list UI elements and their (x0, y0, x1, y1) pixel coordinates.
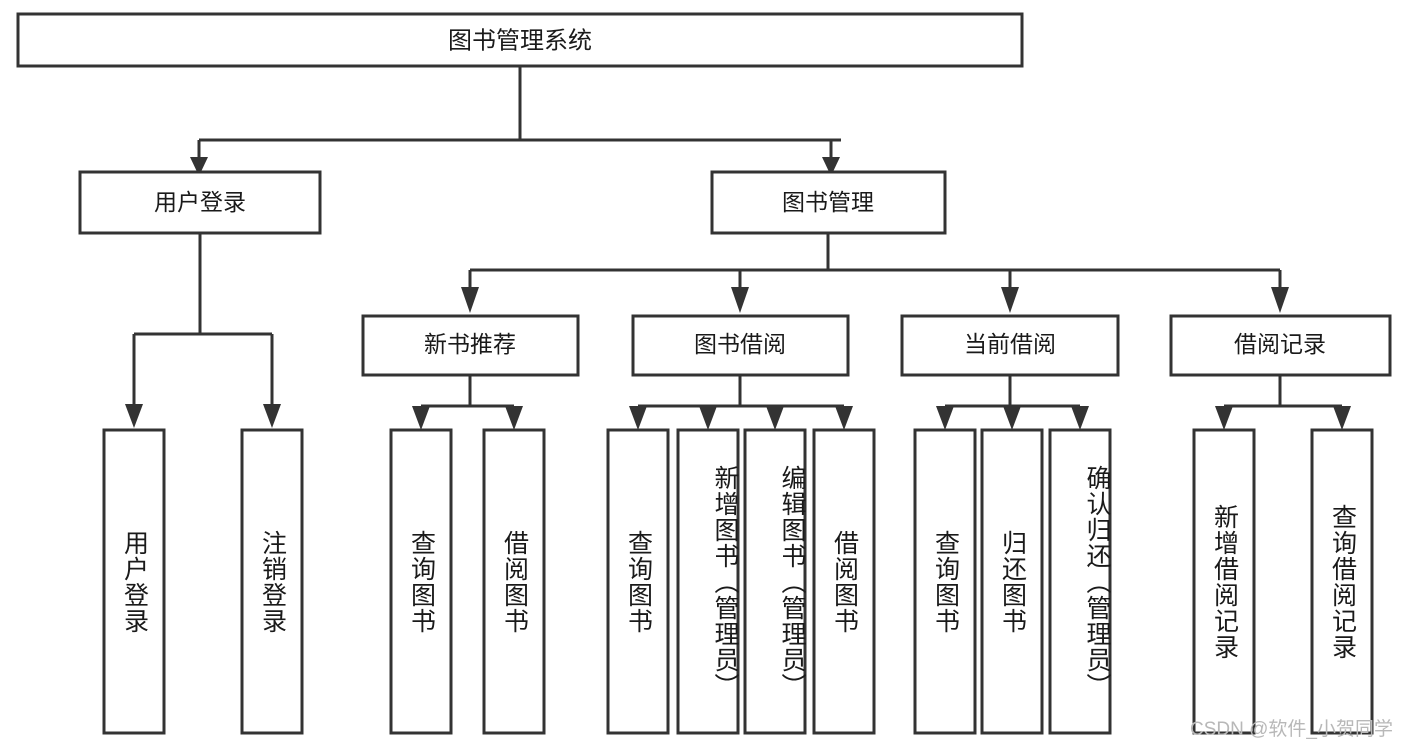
arrow-head-book-manage (822, 157, 840, 176)
connector-book-manage-to-level3 (461, 233, 1289, 313)
node-new-book-recommend-label: 新书推荐 (424, 331, 516, 357)
node-current-borrow-label: 当前借阅 (964, 331, 1056, 357)
node-leaf-add-record-box[interactable] (1192, 428, 1256, 735)
node-leaf-query-book-1-box[interactable] (389, 428, 453, 735)
connector-current-borrow-to-leaves (936, 375, 1089, 430)
node-book-borrow-label: 图书借阅 (694, 331, 786, 357)
arrow-head-leaf-add-record (1215, 406, 1233, 430)
node-user-login-label: 用户登录 (154, 189, 246, 215)
node-borrow-record-label: 借阅记录 (1234, 331, 1326, 357)
arrow-head-leaf-query-book-1 (412, 406, 430, 430)
node-leaf-user-login-box[interactable] (102, 428, 166, 735)
arrow-head-book-borrow (731, 287, 749, 313)
node-book-manage-box[interactable] (710, 170, 947, 235)
connector-root-to-level2 (190, 66, 841, 176)
node-leaf-borrow-book-2-box[interactable] (812, 428, 876, 735)
node-leaf-add-book-box[interactable] (676, 428, 740, 735)
arrow-head-leaf-query-book-3 (936, 406, 954, 430)
arrow-head-leaf-query-book-2 (629, 406, 647, 430)
node-book-borrow-box[interactable] (631, 314, 850, 377)
node-leaf-query-record-box[interactable] (1310, 428, 1374, 735)
csdn-watermark: CSDN @软件_小贺同学 (1190, 719, 1393, 740)
connector-user-login-to-leaves (125, 233, 281, 428)
node-root-label: 图书管理系统 (448, 27, 592, 54)
arrow-head-current-borrow (1001, 287, 1019, 313)
arrow-head-leaf-borrow-book-2 (835, 406, 853, 430)
connector-book-borrow-to-leaves (629, 375, 853, 430)
node-leaf-return-book-box[interactable] (980, 428, 1044, 735)
arrow-head-leaf-add-book (699, 406, 717, 430)
arrow-head-leaf-logout (263, 404, 281, 428)
node-leaf-query-book-3-box[interactable] (913, 428, 977, 735)
node-current-borrow-box[interactable] (900, 314, 1120, 377)
arrow-head-new-book (461, 287, 479, 313)
node-leaf-query-book-2-box[interactable] (606, 428, 670, 735)
node-leaf-confirm-return-box[interactable] (1048, 428, 1112, 735)
node-leaf-edit-book-box[interactable] (743, 428, 807, 735)
arrow-head-leaf-query-record (1333, 406, 1351, 430)
node-leaf-logout-box[interactable] (240, 428, 304, 735)
connector-new-book-to-leaves (412, 375, 523, 430)
arrow-head-leaf-confirm-return (1071, 406, 1089, 430)
arrow-head-borrow-record (1271, 287, 1289, 313)
arrow-head-leaf-return-book (1003, 406, 1021, 430)
node-new-book-recommend-box[interactable] (361, 314, 580, 377)
arrow-head-leaf-user-login (125, 404, 143, 428)
node-borrow-record-box[interactable] (1169, 314, 1392, 377)
node-user-login-box[interactable] (78, 170, 322, 235)
node-root-box[interactable] (16, 12, 1024, 68)
node-book-manage-label: 图书管理 (782, 189, 874, 215)
connector-borrow-record-to-leaves (1215, 375, 1351, 430)
arrow-head-user-login (190, 157, 208, 176)
arrow-head-leaf-borrow-book-1 (505, 406, 523, 430)
node-leaf-borrow-book-1-box[interactable] (482, 428, 546, 735)
arrow-head-leaf-edit-book (766, 406, 784, 430)
